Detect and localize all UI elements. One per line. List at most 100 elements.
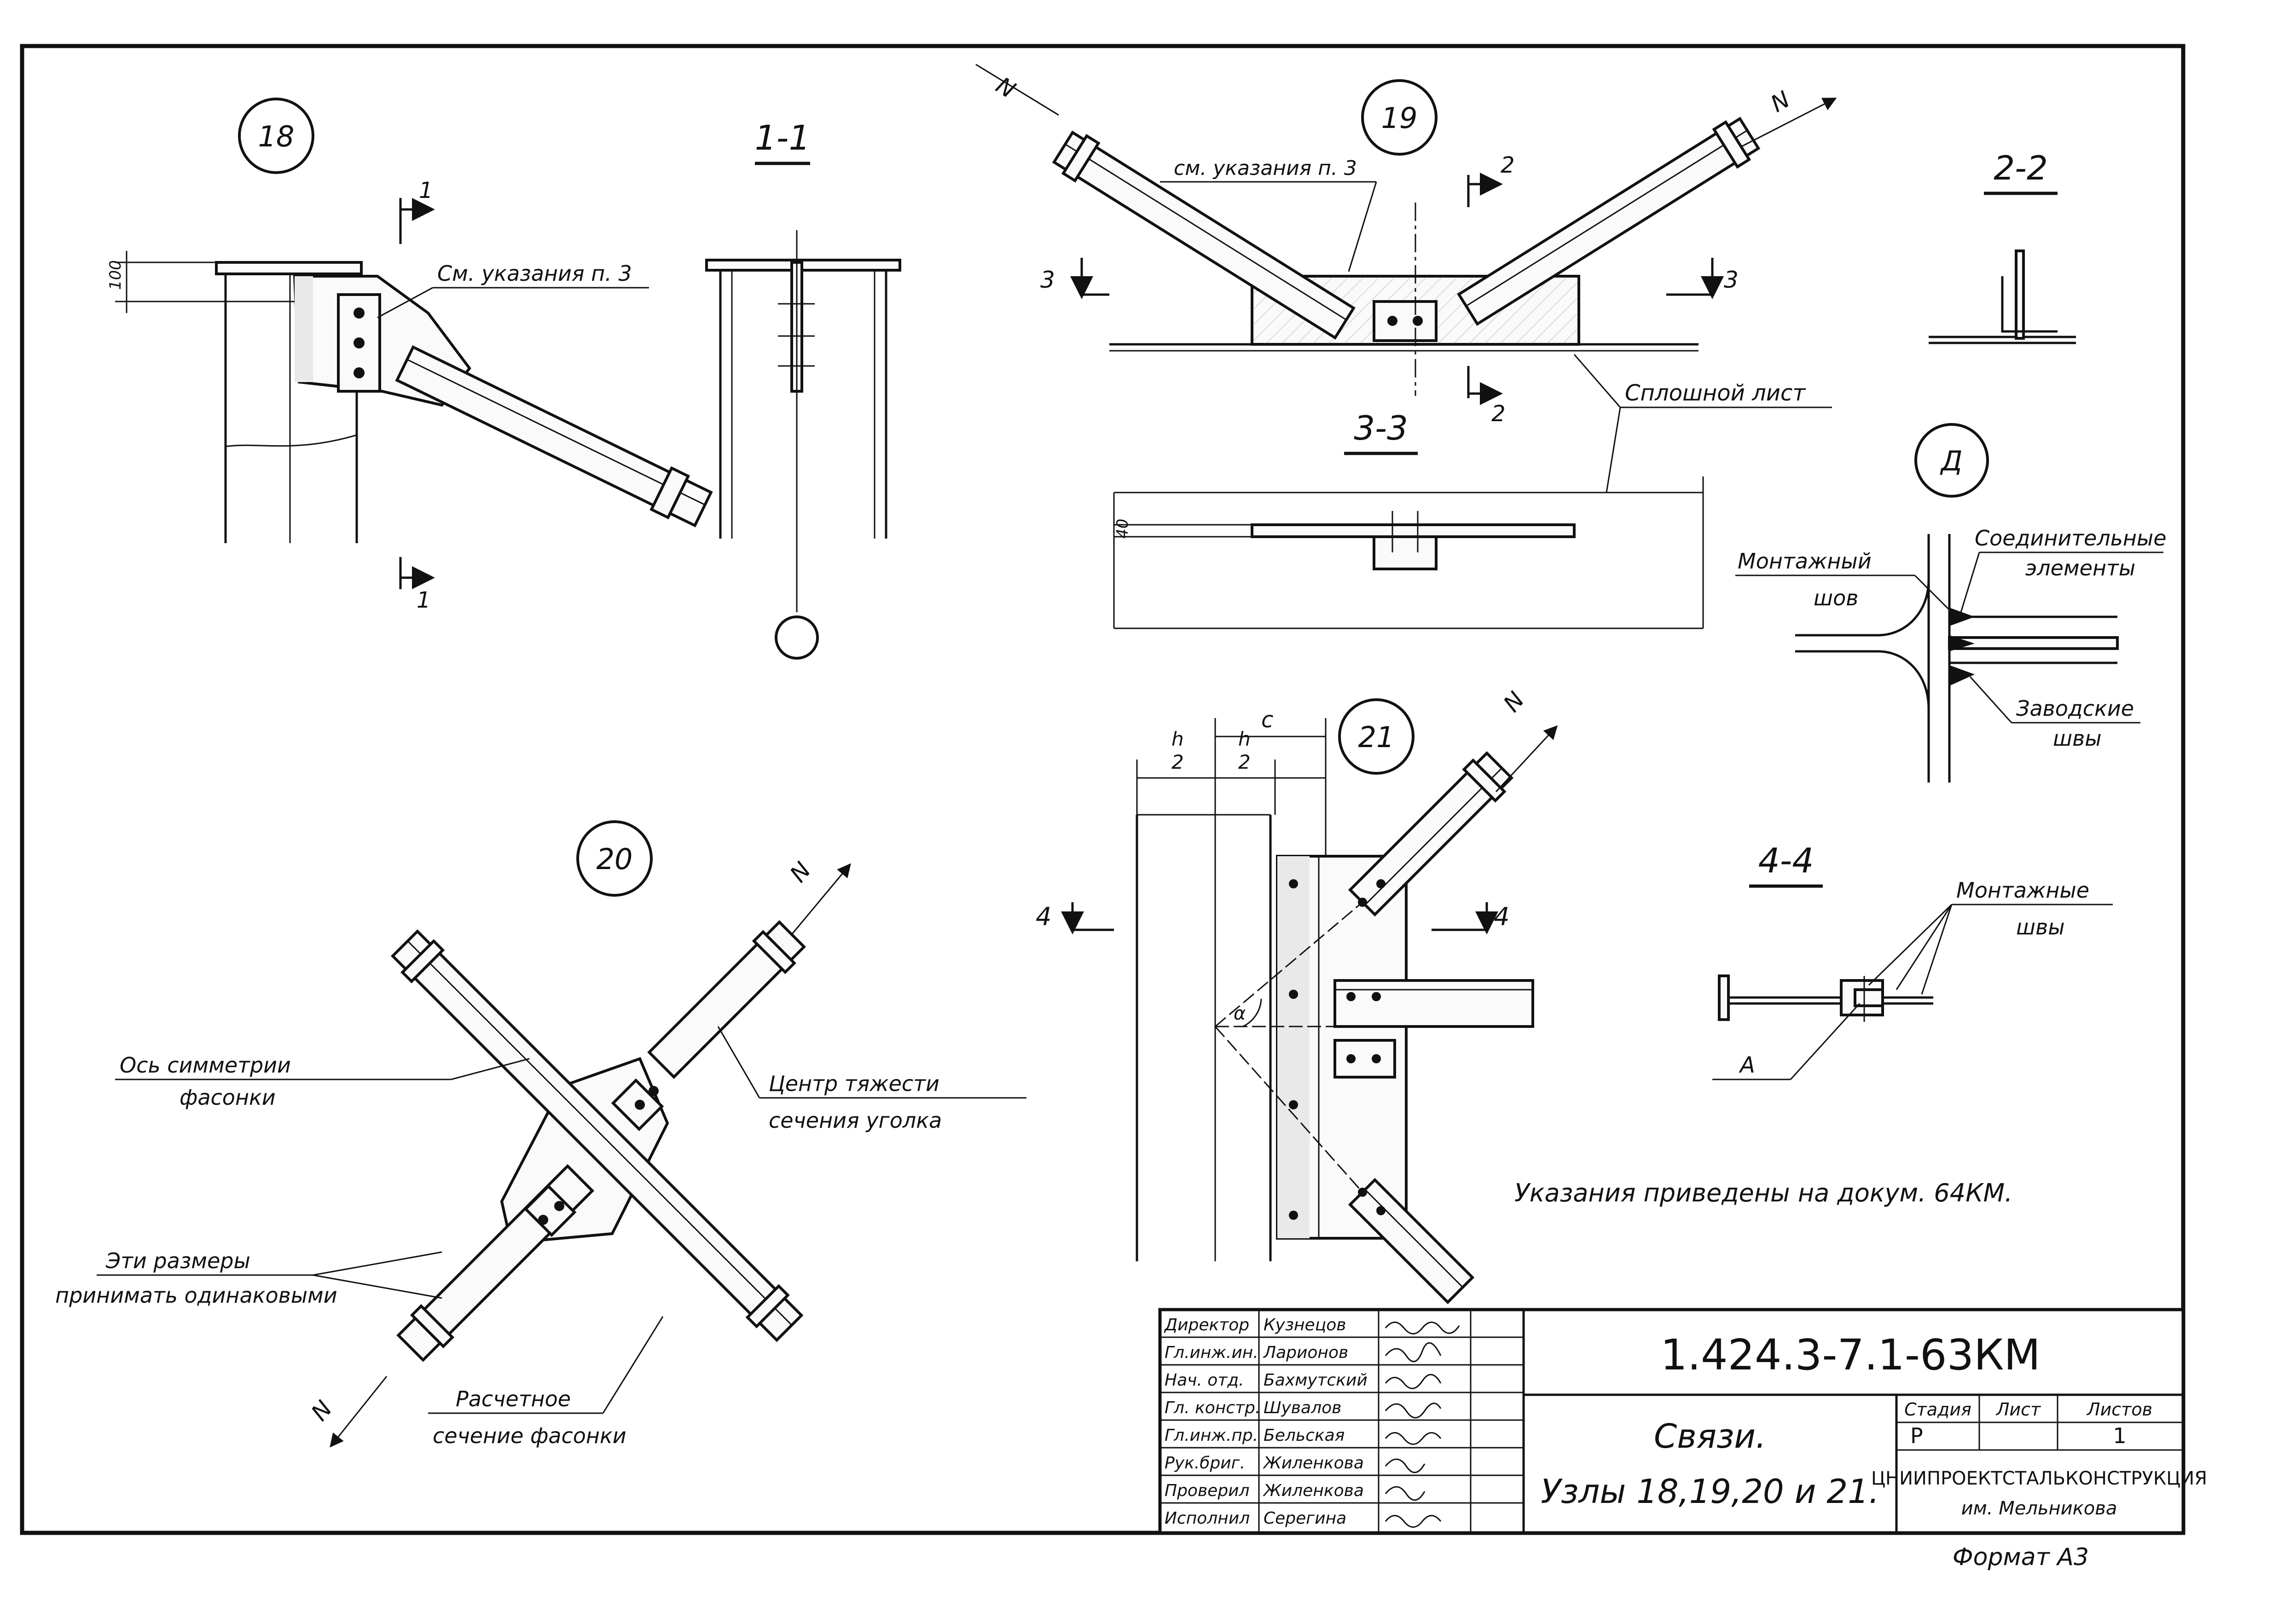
- same-dims-1: Эти размеры: [105, 1248, 250, 1273]
- section-mark-3-left: 3: [1040, 267, 1055, 293]
- stage-value: Р: [1910, 1423, 1923, 1448]
- section-mark-2-top: 2: [1501, 152, 1515, 178]
- section-3-3-title: 3-3: [1354, 409, 1408, 447]
- axis-sym-2: фасонки: [180, 1085, 276, 1110]
- section-mark-3-right: 3: [1724, 267, 1739, 293]
- dim-c: c: [1261, 707, 1273, 733]
- section-1-1: 1-1: [705, 118, 901, 660]
- detail-A-label: Д: [1940, 445, 1963, 477]
- node-21: 21: [1036, 687, 1558, 1305]
- section-3-3: 3-3 40: [1113, 409, 1704, 629]
- staff-name-3: Шувалов: [1264, 1398, 1341, 1417]
- section-mark-4-left: 4: [1036, 902, 1051, 931]
- staff-name-7: Серегина: [1264, 1509, 1346, 1528]
- section-2-2: 2-2: [1929, 149, 2076, 344]
- diagonal-20-a: [390, 929, 804, 1342]
- node-20-label: 20: [597, 842, 633, 876]
- signatures: [1385, 1322, 1460, 1528]
- column-18-cap: [215, 261, 363, 275]
- node-19-label: 19: [1381, 101, 1418, 135]
- section-4-4-title: 4-4: [1758, 841, 1814, 881]
- section-1-1-marker: [775, 615, 819, 660]
- doc-code: 1.424.3-7.1-63КМ: [1660, 1330, 2041, 1380]
- title-line-2: Узлы 18,19,20 и 21.: [1541, 1472, 1879, 1511]
- org-line-1: ЦНИИПРОЕКТСТАЛЬКОНСТРУКЦИЯ: [1871, 1468, 2207, 1489]
- staff-role-4: Гл.инж.пр.: [1165, 1426, 1258, 1445]
- detail-A: Д Монтажный шов Соединительные элементы …: [1735, 423, 2167, 783]
- title-block: Директор Кузнецов Гл.инж.ин. Ларионов На…: [1158, 1308, 2207, 1535]
- sheet-header: Лист: [1995, 1399, 2041, 1420]
- node-21-label: 21: [1358, 720, 1395, 754]
- gusset-3-3: [1251, 523, 1576, 538]
- mounting-seams-2: швы: [2016, 915, 2065, 940]
- section-mark-1-top: 1: [419, 178, 433, 203]
- force-N-21: N: [1498, 687, 1530, 717]
- design-sec-1: Расчетное: [456, 1386, 571, 1411]
- centroid-1: Центр тяжести: [769, 1071, 939, 1096]
- section-mark-4-right: 4: [1494, 902, 1509, 931]
- staff-name-4: Бельская: [1264, 1426, 1345, 1445]
- design-sec-2: сечение фасонки: [433, 1423, 626, 1448]
- solid-sheet-label: Сплошной лист: [1625, 380, 1806, 406]
- stage-header: Стадия: [1904, 1399, 1971, 1420]
- force-N-20-top: N: [785, 857, 816, 887]
- staff-role-7: Исполнил: [1165, 1509, 1250, 1528]
- same-dims-2: принимать одинаковыми: [55, 1283, 337, 1308]
- staff-rows: [1160, 1336, 1524, 1504]
- diagonal-angle-18: [395, 345, 713, 528]
- node-20: 20 N N Ось симметрии: [55, 820, 1026, 1448]
- axis-sym-1: Ось симметрии: [120, 1053, 291, 1078]
- node-18-label: 18: [258, 120, 295, 153]
- node-19-marker: [1361, 79, 1438, 156]
- staff-name-6: Жиленкова: [1263, 1481, 1364, 1500]
- mark-A-4-4: А: [1739, 1052, 1755, 1078]
- detail-A-marker: [1914, 423, 1989, 498]
- node-18-marker: [238, 98, 314, 174]
- node-18: 18 100 См. указания п. 3 1: [106, 98, 713, 613]
- connecting-1: Соединительные: [1975, 526, 2167, 551]
- node-20-marker: [576, 820, 653, 897]
- staff-role-3: Гл. констр.: [1165, 1398, 1260, 1417]
- dim-2-1: 2: [1171, 751, 1184, 773]
- sheet-frame: [20, 44, 2186, 1535]
- dim-40: 40: [1113, 519, 1132, 539]
- node-21-marker: [1338, 698, 1415, 775]
- notes-text: Указания приведены на докум. 64КМ.: [1514, 1178, 2012, 1207]
- dim-h-1: h: [1171, 728, 1184, 750]
- factory-2: швы: [2053, 726, 2102, 751]
- section-1-1-title: 1-1: [755, 118, 811, 158]
- see-note-19: см. указания п. 3: [1174, 157, 1357, 180]
- staff-role-6: Проверил: [1165, 1481, 1250, 1500]
- section-mark-2-bot: 2: [1491, 401, 1506, 427]
- see-note-18: См. указания п. 3: [437, 261, 632, 286]
- dim-h-2: h: [1238, 728, 1251, 750]
- sheets-header: Листов: [2086, 1399, 2152, 1420]
- diagonal-21-bot: [1348, 1177, 1475, 1305]
- force-N-19-right: N: [1766, 86, 1794, 117]
- mounting-seams-1: Монтажные: [1956, 878, 2089, 903]
- diagonal-20-b: [647, 920, 806, 1079]
- staff-role-2: Нач. отд.: [1165, 1371, 1244, 1390]
- section-4-4: 4-4 Монтажные швы А: [1712, 841, 2113, 1080]
- horizontal-member-21: [1333, 979, 1534, 1028]
- staff-role-5: Рук.бриг.: [1165, 1454, 1245, 1473]
- section-mark-1-bot: 1: [417, 587, 431, 613]
- org-line-2: им. Мельникова: [1961, 1498, 2117, 1519]
- staff-name-2: Бахмутский: [1264, 1371, 1368, 1390]
- mounting-seam-1: Монтажный: [1738, 549, 1872, 574]
- force-N-20-bot: N: [306, 1396, 337, 1426]
- section-2-2-title: 2-2: [1994, 149, 2048, 187]
- node-19: 19 N N см. указания п. 3: [975, 64, 1837, 427]
- factory-1: Заводские: [2016, 696, 2134, 721]
- dim-100: 100: [106, 260, 125, 290]
- staff-role-1: Гл.инж.ин.: [1165, 1343, 1258, 1362]
- staff-role-0: Директор: [1164, 1316, 1249, 1334]
- dim-2-2: 2: [1238, 751, 1251, 773]
- format-label: Формат А3: [1953, 1543, 2089, 1571]
- centroid-2: сечения уголка: [769, 1108, 942, 1133]
- connecting-2: элементы: [2025, 556, 2135, 580]
- staff-name-5: Жиленкова: [1263, 1454, 1364, 1473]
- title-line-1: Связи.: [1654, 1417, 1766, 1456]
- sheets-value: 1: [2113, 1423, 2126, 1448]
